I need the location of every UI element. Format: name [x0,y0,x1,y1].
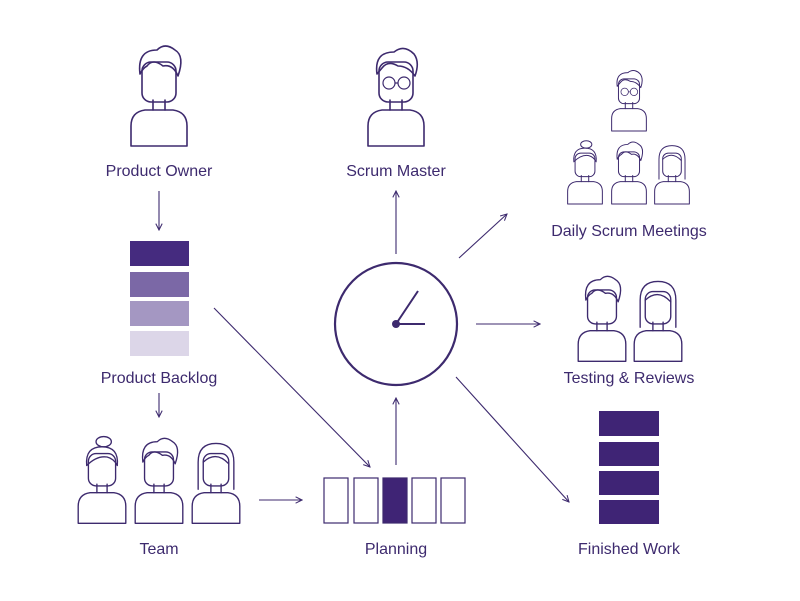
planning-column-1 [323,477,349,524]
daily-scrum-label: Daily Scrum Meetings [551,223,707,240]
daily-scrum-people-icon [567,69,690,205]
testing-reviews-label: Testing & Reviews [564,370,695,387]
backlog-item-4 [130,331,189,356]
planning-column-2 [353,477,379,524]
product-owner-person-icon [130,45,188,147]
clock-icon [333,261,459,387]
finished-item-3 [599,471,659,495]
product-owner-label: Product Owner [106,163,213,180]
backlog-item-3 [130,301,189,326]
finished-stack-icon [599,411,659,524]
backlog-stack-icon [130,241,189,356]
scrum-master-label: Scrum Master [346,163,446,180]
planning-column-3 [382,477,408,524]
planning-column-4 [411,477,437,524]
finished-work-label: Finished Work [578,541,681,558]
arrow-clock-to-daily-scrum [458,214,507,259]
team-people-icon [77,435,241,524]
planning-column-5 [440,477,466,524]
backlog-item-2 [130,272,189,297]
arrow-backlog-to-planning [213,307,370,467]
scrum-master-person-icon [367,47,425,147]
finished-item-1 [599,411,659,436]
finished-item-4 [599,500,659,524]
testing-reviews-people-icon [577,275,683,362]
arrow-clock-to-finished [455,376,569,502]
team-label: Team [139,541,178,558]
product-backlog-label: Product Backlog [101,370,218,387]
finished-item-2 [599,442,659,466]
planning-board-icon [323,477,466,524]
backlog-item-1 [130,241,189,266]
planning-label: Planning [365,541,427,558]
